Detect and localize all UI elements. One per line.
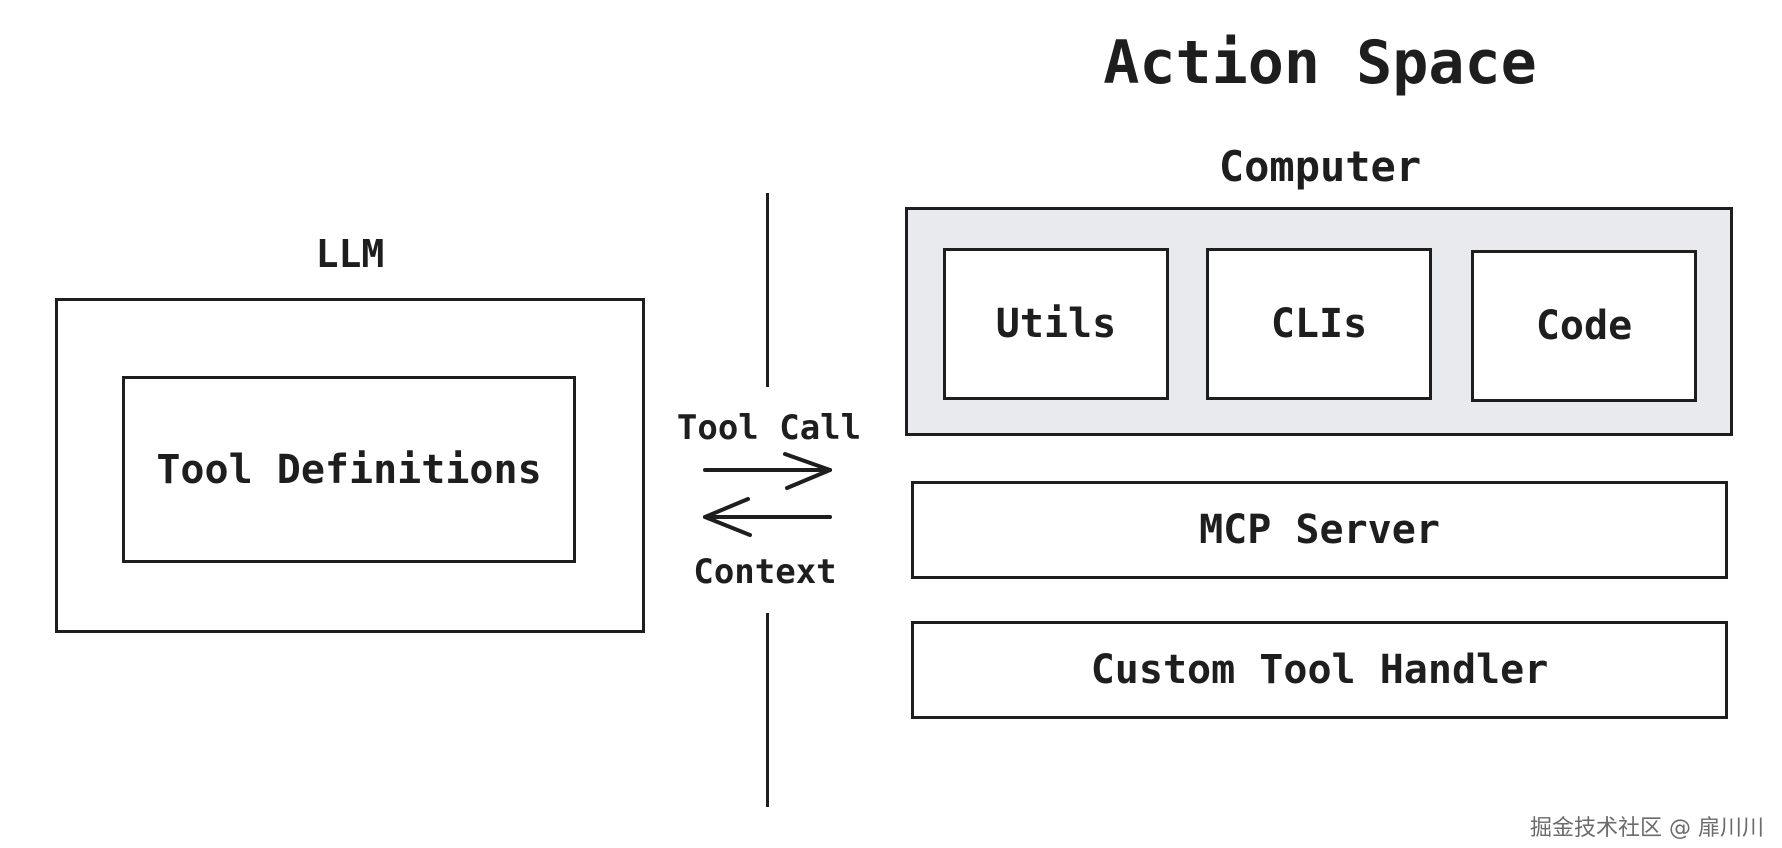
clis-label: CLIs — [1270, 301, 1368, 347]
tool-call-label: Tool Call — [676, 408, 862, 448]
divider-line-top — [766, 193, 769, 387]
tool-definitions-box: Tool Definitions — [122, 376, 576, 563]
computer-label: Computer — [1218, 142, 1422, 191]
tool-definitions-label: Tool Definitions — [156, 446, 542, 493]
utils-box: Utils — [943, 248, 1169, 400]
mcp-server-label: MCP Server — [1199, 507, 1440, 553]
divider-line-bottom — [766, 613, 769, 807]
clis-box: CLIs — [1206, 248, 1432, 400]
left-arrow-icon — [703, 497, 832, 537]
exchange-arrows — [703, 452, 832, 537]
custom-tool-handler-label: Custom Tool Handler — [1090, 647, 1549, 693]
watermark: 掘金技术社区 @ 扉川川 — [1530, 816, 1764, 841]
utils-label: Utils — [995, 301, 1117, 347]
diagram-title: Action Space — [1103, 28, 1537, 98]
mcp-server-box: MCP Server — [911, 481, 1728, 579]
llm-label: LLM — [315, 232, 385, 276]
code-label: Code — [1535, 303, 1633, 349]
code-box: Code — [1471, 250, 1697, 402]
context-label: Context — [693, 552, 837, 592]
custom-tool-handler-box: Custom Tool Handler — [911, 621, 1728, 719]
right-arrow-icon — [703, 452, 832, 490]
